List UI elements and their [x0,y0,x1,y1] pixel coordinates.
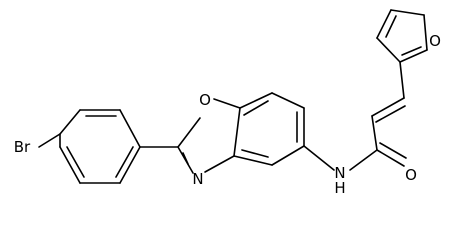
amide-nitrogen-label: N [334,164,345,182]
bromophenyl-ring [38,109,141,184]
furan-oxygen-label: O [429,32,441,50]
amide-hydrogen-label: H [334,179,345,197]
oxazole-nitrogen-label: N [192,170,203,188]
molecule-structure-diagram: Br O N N H O O [14,9,441,197]
acrylamide-chain [303,61,407,171]
oxazole-oxygen-label: O [199,91,211,109]
benzoxazole-ring [177,92,305,174]
carbonyl-oxygen-label: O [405,166,417,184]
furan-ring [376,9,428,63]
bromine-atom-label: Br [14,138,31,156]
